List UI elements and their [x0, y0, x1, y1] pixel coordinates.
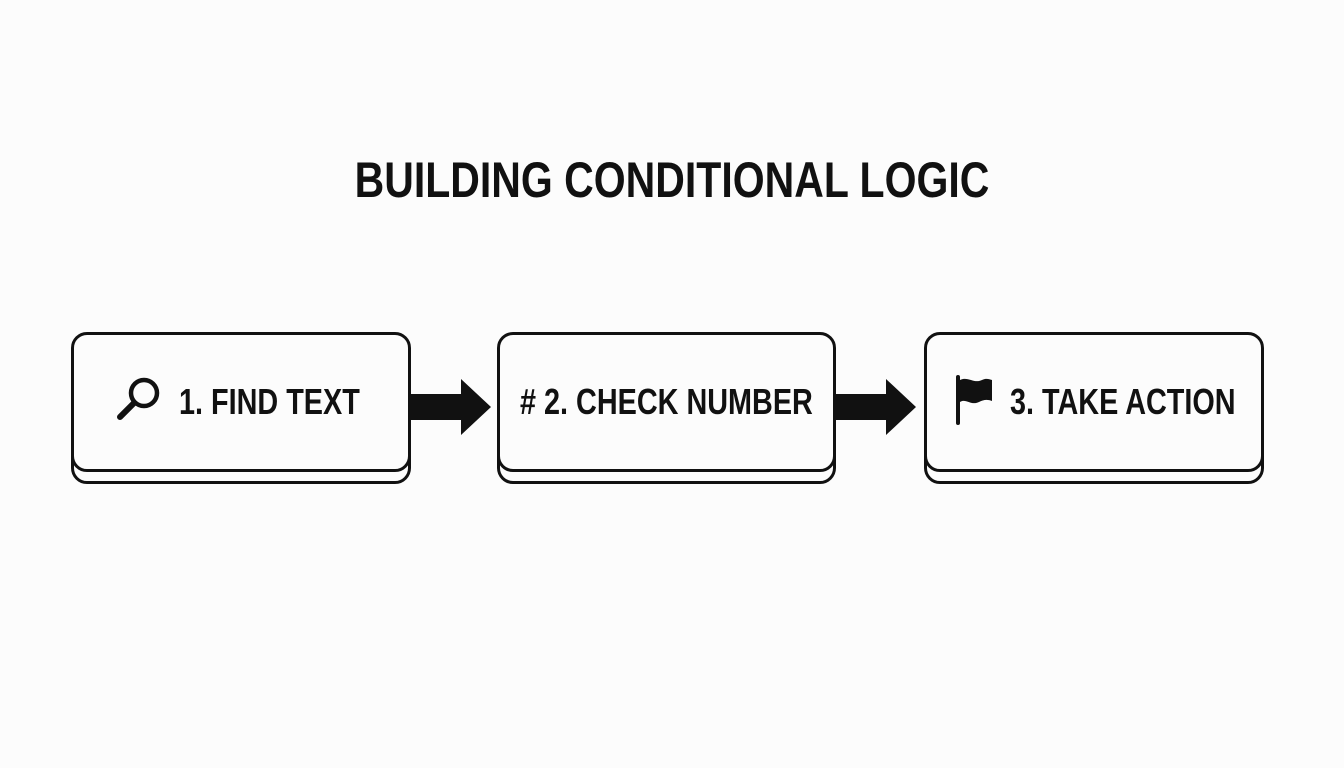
step-find-text: 1. FIND TEXT [71, 332, 411, 484]
step-card: 1. FIND TEXT [71, 332, 411, 472]
step-card: # 2. CHECK NUMBER [497, 332, 836, 472]
flag-icon [952, 374, 996, 431]
step-label: 3. TAKE ACTION [1010, 381, 1236, 422]
step-content: # 2. CHECK NUMBER [519, 381, 813, 422]
search-icon [113, 374, 165, 431]
arrow-right-icon [409, 379, 491, 435]
step-card: 3. TAKE ACTION [924, 332, 1264, 472]
step-content: 1. FIND TEXT [113, 374, 360, 431]
step-check-number: # 2. CHECK NUMBER [497, 332, 836, 484]
step-content: 3. TAKE ACTION [952, 374, 1236, 431]
step-label: # 2. CHECK NUMBER [519, 381, 813, 422]
step-label: 1. FIND TEXT [179, 381, 360, 422]
arrow-right-icon [834, 379, 916, 435]
step-take-action: 3. TAKE ACTION [924, 332, 1264, 484]
diagram-title: BUILDING CONDITIONAL LOGIC [354, 152, 990, 208]
